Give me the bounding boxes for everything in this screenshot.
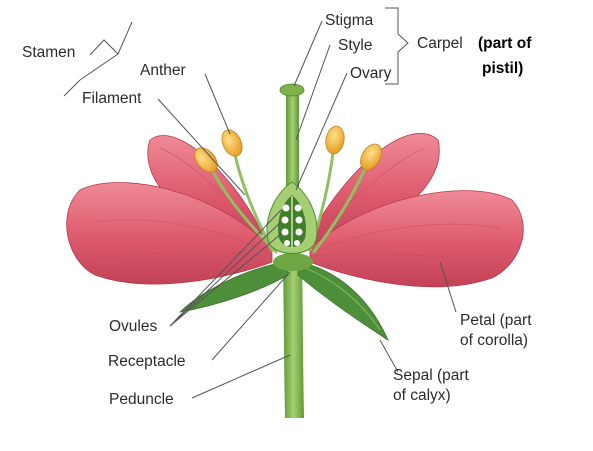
label-receptacle: Receptacle: [108, 353, 186, 370]
anther-3: [325, 125, 345, 155]
label-petal-2: of corolla): [460, 332, 529, 349]
label-sepal-1: Sepal (part: [393, 367, 469, 384]
label-carpel-note-2: pistil): [482, 60, 524, 77]
label-peduncle: Peduncle: [109, 391, 174, 408]
label-carpel-note-1: (part of: [478, 35, 532, 52]
peduncle-stem: [283, 262, 304, 418]
label-ovules: Ovules: [109, 318, 158, 335]
label-carpel: Carpel: [417, 35, 463, 52]
ovules: [281, 204, 303, 246]
stigma: [279, 83, 305, 97]
filaments: [208, 143, 370, 254]
label-sepal-2: of calyx): [393, 387, 451, 404]
sepal-right-highlight: [299, 265, 381, 331]
style: [286, 92, 299, 192]
leader-lines: [63, 7, 457, 399]
label-petal-1: Petal (part: [460, 312, 532, 329]
sepal-left: [178, 261, 289, 313]
anther-4: [360, 143, 382, 171]
anther-1: [221, 129, 243, 157]
receptacle: [273, 253, 313, 271]
label-stamen: Stamen: [22, 44, 76, 61]
label-anther: Anther: [140, 62, 186, 79]
sepal-right: [297, 261, 389, 342]
label-style: Style: [338, 37, 373, 54]
label-filament: Filament: [82, 90, 142, 107]
anther-2: [194, 147, 218, 173]
petal-left: [66, 182, 273, 285]
petal-right: [309, 190, 524, 288]
label-ovary: Ovary: [350, 65, 392, 82]
label-stigma: Stigma: [325, 12, 374, 29]
